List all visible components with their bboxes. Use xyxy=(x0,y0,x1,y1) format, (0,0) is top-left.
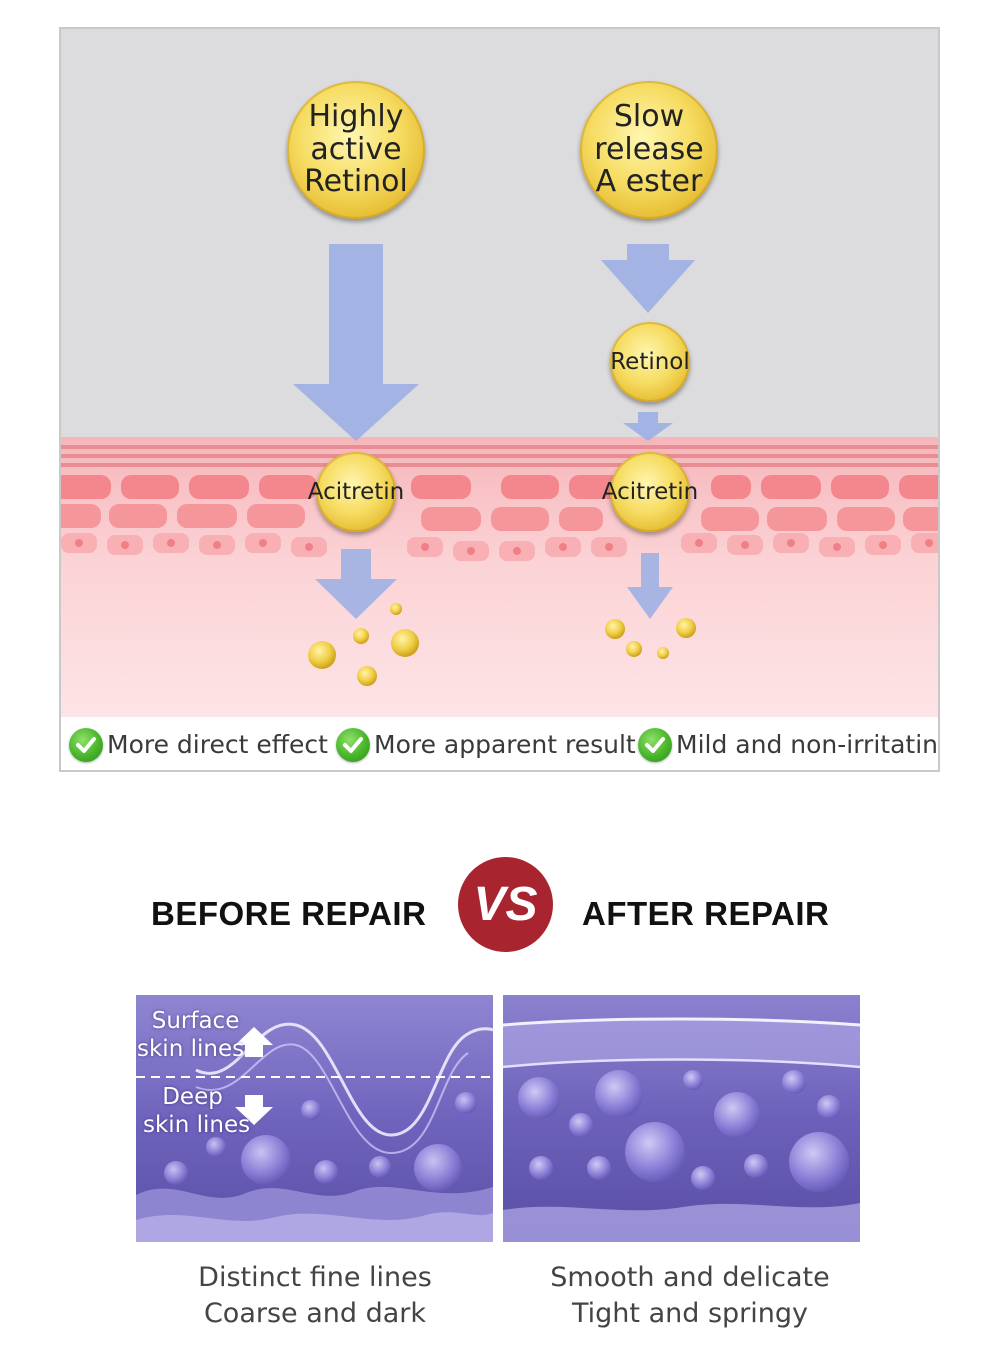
left-released-bubbles xyxy=(308,603,419,686)
deep-label-line-2: skin lines xyxy=(143,1111,251,1138)
before-caption-line-1: Distinct fine lines xyxy=(198,1262,432,1293)
check-icon xyxy=(638,727,672,762)
left-source-line-1: Highly xyxy=(308,99,404,135)
before-repair-title: BEFORE REPAIR xyxy=(151,895,427,932)
right-down-arrow-1 xyxy=(601,244,695,313)
after-repair-image xyxy=(503,995,860,1242)
benefit-item: Mild and non-irritating xyxy=(638,717,940,770)
right-source-line-1: Slow xyxy=(613,99,685,135)
check-icon xyxy=(69,727,103,762)
slow-release-ester-ball: Slow release A ester xyxy=(580,81,718,219)
skin-surface-layers xyxy=(61,445,938,467)
left-target-label: Acitretin xyxy=(307,478,405,505)
air-region xyxy=(61,29,938,439)
surface-label-line-1: Surface xyxy=(151,1008,240,1034)
vs-badge: VS xyxy=(458,857,553,952)
skin-cells-row-3 xyxy=(61,533,938,561)
right-down-arrow-2 xyxy=(623,412,673,441)
benefit-text: Mild and non-irritating xyxy=(676,730,940,759)
vs-label: VS xyxy=(473,878,538,931)
surface-label: Surface skin lines xyxy=(137,1008,244,1063)
intermediate-label: Retinol xyxy=(610,348,690,375)
diagram-background xyxy=(61,29,938,719)
before-repair-image: Surface skin lines Deep skin lines xyxy=(136,995,493,1242)
left-source-line-3: Retinol xyxy=(304,164,408,200)
before-caption-line-2: Coarse and dark xyxy=(203,1298,427,1329)
up-arrow-icon xyxy=(235,1027,273,1057)
benefit-text: More direct effect xyxy=(107,730,328,759)
left-acitretin-ball: Acitretin xyxy=(308,452,404,532)
right-acitretin-ball: Acitretin xyxy=(602,452,698,532)
down-arrow-icon xyxy=(235,1095,273,1125)
right-released-bubbles xyxy=(605,618,696,659)
left-release-arrow xyxy=(315,549,397,619)
after-repair-title: AFTER REPAIR xyxy=(582,895,830,932)
retinol-ball: Retinol xyxy=(610,322,690,402)
left-source-line-2: active xyxy=(310,131,402,167)
right-source-line-3: A ester xyxy=(595,164,703,200)
benefit-item: More direct effect xyxy=(69,717,328,770)
deep-label: Deep skin lines xyxy=(143,1084,250,1139)
benefit-text: More apparent result xyxy=(374,730,636,759)
after-caption-line-2: Tight and springy xyxy=(572,1298,808,1329)
highly-active-retinol-ball: Highly active Retinol xyxy=(287,81,425,219)
surface-label-line-2: skin lines xyxy=(137,1035,245,1062)
right-source-line-2: release xyxy=(594,131,704,167)
retinol-diagram-panel: Highly active Retinol Slow release A est… xyxy=(59,27,940,772)
benefits-row: More direct effect More apparent result … xyxy=(61,717,940,770)
right-target-label: Acitretin xyxy=(601,478,699,505)
deep-label-line-1: Deep xyxy=(162,1084,223,1110)
before-caption: Distinct fine lines Coarse and dark xyxy=(135,1260,495,1332)
skin-cells-row-2 xyxy=(61,504,938,531)
benefit-item: More apparent result xyxy=(336,717,636,770)
after-caption-line-1: Smooth and delicate xyxy=(550,1262,830,1293)
right-release-arrow xyxy=(627,553,673,619)
left-down-arrow xyxy=(293,244,419,441)
check-icon xyxy=(336,727,370,762)
after-caption: Smooth and delicate Tight and springy xyxy=(510,1260,870,1332)
